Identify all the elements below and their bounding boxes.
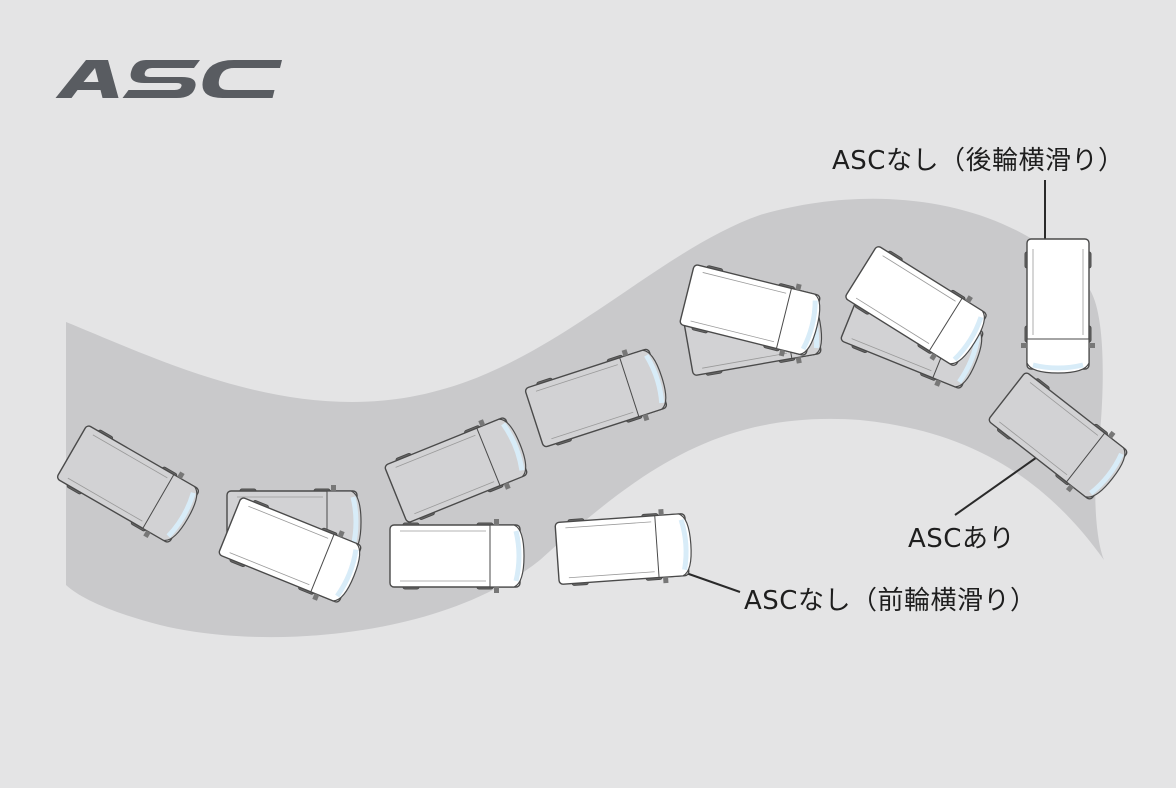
label-no-asc-front-skid: ASCなし（前輪横滑り） (744, 586, 1037, 616)
van-without-asc-3 (554, 509, 692, 586)
van-without-asc-1 (218, 497, 362, 603)
van-with-asc-4 (524, 348, 668, 448)
van-with-asc-7 (988, 372, 1128, 500)
leader-front-skid (685, 572, 741, 593)
leader-with-asc (954, 454, 1041, 516)
label-with-asc: ASCあり (908, 524, 1015, 554)
van-without-asc-5 (845, 246, 987, 366)
van-with-asc-1 (56, 425, 200, 543)
van-without-asc-2 (389, 519, 525, 593)
vans-without-asc (218, 238, 1095, 603)
asc-logo (55, 60, 282, 98)
van-with-asc-3 (384, 417, 528, 523)
van-without-asc-4 (679, 264, 821, 357)
van-without-asc-6 (1021, 238, 1095, 374)
label-no-asc-rear-skid: ASCなし（後輪横滑り） (832, 146, 1125, 176)
